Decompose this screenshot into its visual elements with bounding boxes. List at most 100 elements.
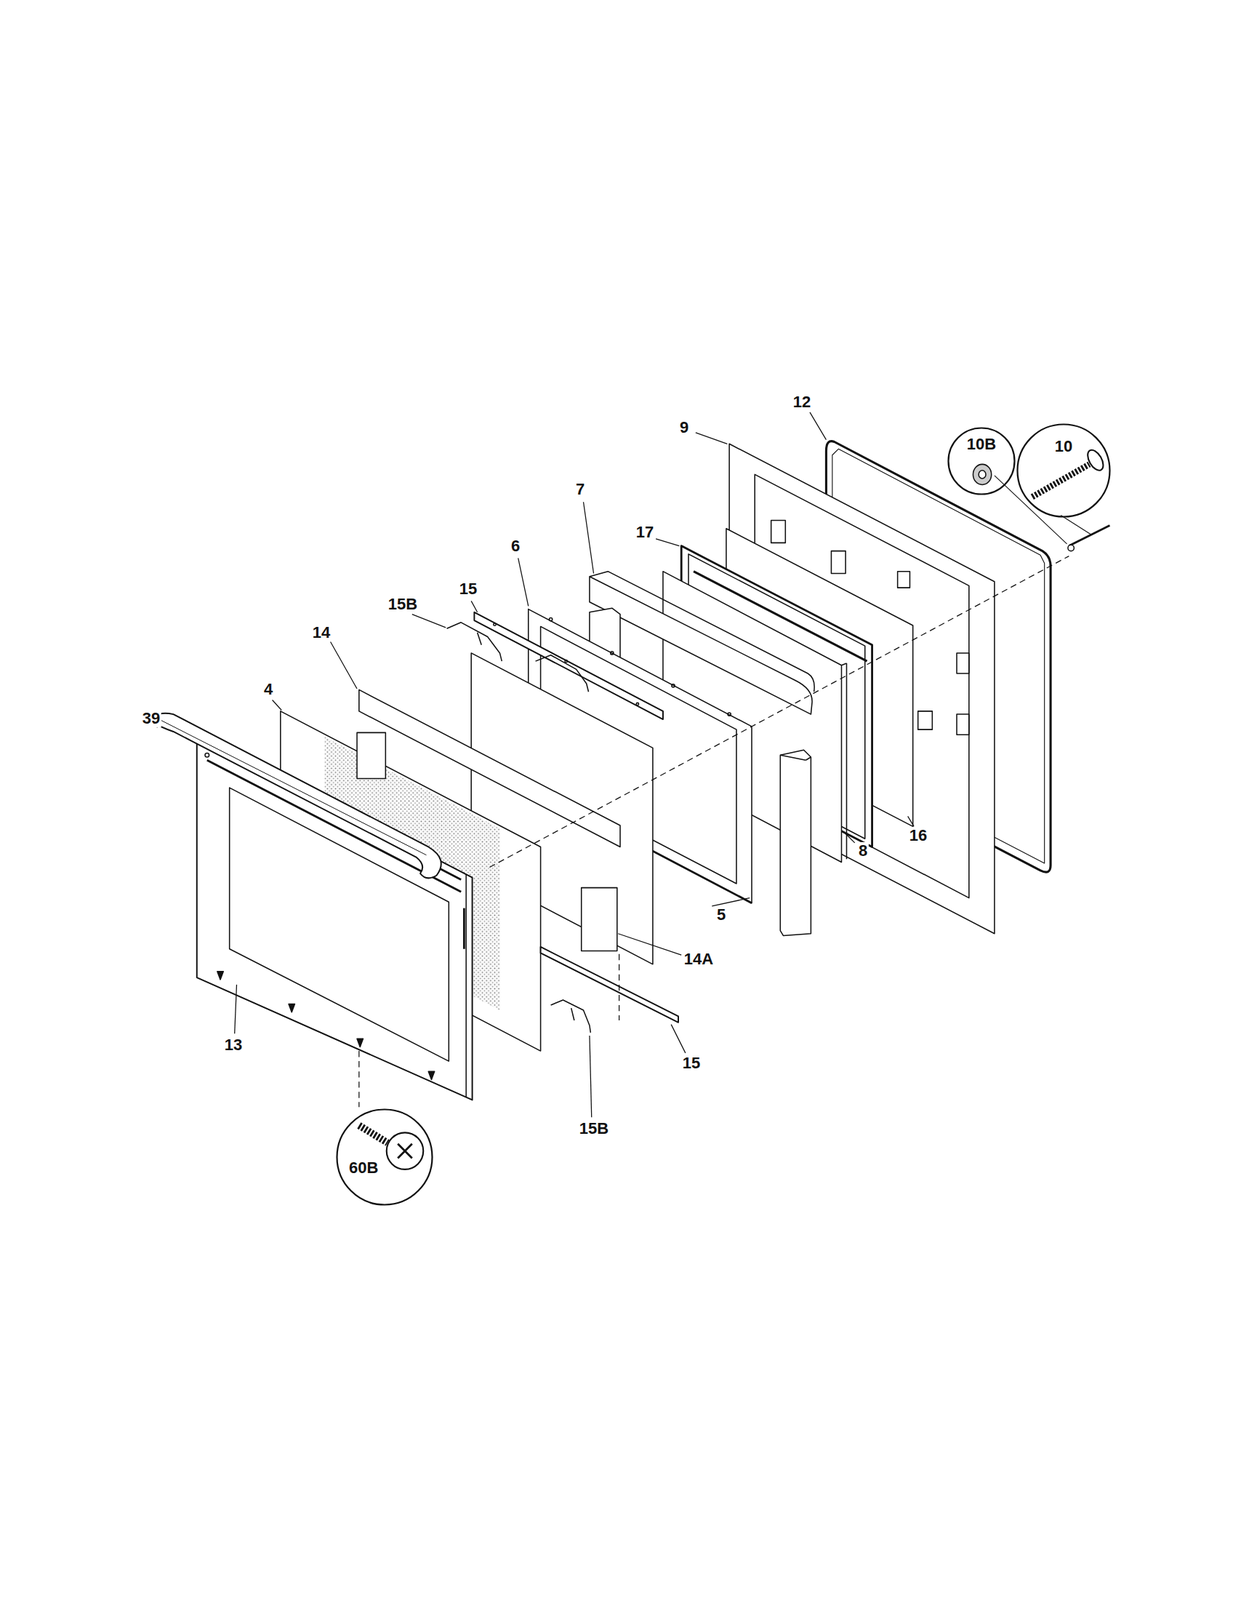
glass-retainer xyxy=(551,999,592,1033)
glass-retainer xyxy=(493,623,496,626)
outer-glass xyxy=(581,887,618,951)
inner-door-liner xyxy=(918,711,933,730)
insulation-block xyxy=(805,756,811,760)
callout-number: 15 xyxy=(458,580,479,598)
middle-glass xyxy=(841,663,847,666)
glass-retainer xyxy=(474,612,664,720)
inner-door-liner xyxy=(830,551,846,574)
callout-number: 6 xyxy=(509,537,522,555)
magnifier-outline xyxy=(335,1107,434,1206)
leader-line xyxy=(272,699,283,710)
leader-line xyxy=(617,933,682,955)
leader-line xyxy=(518,557,529,606)
leader-line xyxy=(157,412,914,1117)
part-number: 60B xyxy=(348,1158,379,1177)
callout-number: 9 xyxy=(678,418,690,437)
insulation-block xyxy=(780,754,806,760)
door-bolt xyxy=(1067,544,1074,551)
door-handle xyxy=(152,713,441,879)
outer-door-panel xyxy=(217,971,224,980)
detail-circle: 10 xyxy=(1016,423,1111,518)
leader-line xyxy=(412,614,446,628)
outer-door-panel xyxy=(463,908,466,949)
part-number: 10 xyxy=(1054,437,1073,456)
leader-line xyxy=(330,641,357,689)
glass-frame xyxy=(549,617,553,621)
callout-number: 14 xyxy=(311,623,332,642)
outer-door-panel xyxy=(229,787,450,1061)
outer-door-panel xyxy=(465,873,467,1097)
outer-glass xyxy=(356,732,386,778)
leader-line xyxy=(711,897,750,906)
detail-circle: 10B xyxy=(947,426,1016,496)
washer-detail xyxy=(972,463,991,485)
part-number: 10B xyxy=(966,435,996,453)
washer-detail xyxy=(978,470,986,479)
washer-detail xyxy=(972,463,991,485)
door-bolt xyxy=(1068,525,1110,546)
retainer-clip xyxy=(447,622,503,661)
outer-door-panel xyxy=(356,1038,363,1047)
door-handle xyxy=(161,720,427,855)
outer-door-panel xyxy=(428,1070,435,1079)
callout-number: 17 xyxy=(634,523,656,541)
glass-frame xyxy=(727,712,731,716)
leader-line xyxy=(695,432,728,444)
callout-number: 16 xyxy=(908,826,929,845)
door-handle xyxy=(152,713,441,879)
callout-number: 7 xyxy=(574,480,586,498)
leader-line xyxy=(809,412,826,440)
outer-door-panel xyxy=(205,752,210,757)
callout-number: 15 xyxy=(681,1054,702,1072)
inner-door-liner xyxy=(771,520,786,544)
leader-line xyxy=(234,984,238,1034)
inner-door-liner xyxy=(956,652,970,674)
leader-line xyxy=(671,1024,686,1053)
screw-detail xyxy=(386,1131,424,1170)
callout-number: 12 xyxy=(791,393,813,411)
leader-line xyxy=(471,600,477,612)
leader-line xyxy=(843,830,855,842)
magnifier-ring xyxy=(948,428,1015,495)
glass-retainer xyxy=(540,946,679,1033)
retainer-clip xyxy=(477,632,483,645)
retainer-clip xyxy=(447,622,589,692)
alignment-line xyxy=(489,556,1069,868)
callout-number: 5 xyxy=(715,905,728,924)
inner-door-liner xyxy=(897,571,911,588)
leader-line xyxy=(583,501,594,573)
callout-number: 15B xyxy=(577,1119,610,1138)
leader-line xyxy=(908,815,914,826)
glass-retainer xyxy=(571,1007,575,1020)
outer-door-panel xyxy=(197,734,473,1100)
oven-door-illustration xyxy=(152,412,1110,1170)
alignment-line xyxy=(618,953,620,1020)
retainer-clip xyxy=(535,655,589,693)
insulation-block xyxy=(780,749,811,935)
callout-number: 13 xyxy=(223,1035,244,1054)
callout-number: 39 xyxy=(141,709,162,728)
callout-number: 15B xyxy=(386,595,419,613)
detail-circle: 60B xyxy=(335,1107,434,1206)
outer-door-panel xyxy=(288,1003,295,1012)
glass-frame xyxy=(671,684,675,688)
leader-line xyxy=(589,1035,592,1117)
glass-retainer xyxy=(636,702,639,705)
glass-retainer xyxy=(474,612,664,720)
middle-glass xyxy=(846,663,848,859)
screw-detail xyxy=(397,1143,413,1159)
bolt-detail xyxy=(1032,463,1090,497)
bolt-detail xyxy=(1084,447,1107,473)
alignment-line xyxy=(359,556,1069,1108)
callout-number: 14A xyxy=(682,950,715,968)
callout-number: 8 xyxy=(857,841,869,860)
glass-frame xyxy=(610,651,614,655)
outer-door-panel xyxy=(197,734,473,1100)
callout-number: 4 xyxy=(262,680,275,698)
magnifier-ring xyxy=(337,1109,433,1205)
glass-retainer xyxy=(540,946,679,1023)
glass-retainer xyxy=(564,659,568,662)
alignment-line xyxy=(358,1050,360,1107)
